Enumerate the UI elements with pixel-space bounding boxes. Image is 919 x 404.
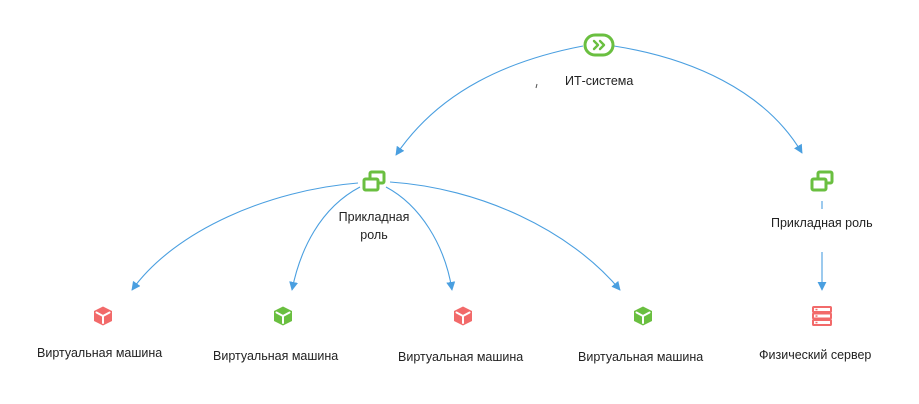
edge-stub-it-system bbox=[535, 83, 538, 89]
cube-icon bbox=[634, 306, 652, 326]
node-it-system[interactable] bbox=[583, 33, 615, 57]
node-application-role-right-label: Прикладная роль bbox=[771, 216, 873, 230]
node-virtual-machine-3[interactable] bbox=[452, 305, 474, 327]
edge-role-left-to-vm-4 bbox=[389, 181, 621, 291]
node-physical-server-label: Физический сервер bbox=[759, 348, 872, 362]
cube-icon bbox=[274, 306, 292, 326]
edge-role-left-to-vm-1 bbox=[131, 182, 359, 291]
node-virtual-machine-3-label: Виртуальная машина bbox=[398, 350, 524, 364]
edge-it-system-to-role-right bbox=[613, 45, 803, 154]
node-physical-server[interactable] bbox=[811, 305, 833, 327]
application-role-icon bbox=[362, 170, 386, 192]
node-application-role-left[interactable] bbox=[361, 170, 387, 192]
edge-role-left-to-vm-3 bbox=[385, 186, 456, 291]
node-virtual-machine-2-label: Виртуальная машина bbox=[213, 349, 339, 363]
node-virtual-machine-4[interactable] bbox=[632, 305, 654, 327]
node-virtual-machine-1-label: Виртуальная машина bbox=[37, 346, 163, 360]
edge-it-system-to-role-left bbox=[395, 45, 584, 156]
it-system-icon bbox=[583, 33, 615, 57]
cube-icon bbox=[94, 306, 112, 326]
node-it-system-label: ИТ-система bbox=[565, 74, 634, 88]
node-virtual-machine-1[interactable] bbox=[92, 305, 114, 327]
node-application-role-left-label: Прикладная роль bbox=[338, 210, 410, 243]
node-virtual-machine-2[interactable] bbox=[272, 305, 294, 327]
application-role-icon bbox=[810, 170, 834, 192]
node-application-role-right[interactable] bbox=[809, 170, 835, 192]
cube-icon bbox=[454, 306, 472, 326]
server-icon bbox=[812, 306, 832, 326]
edge-role-left-to-vm-2 bbox=[289, 186, 361, 291]
node-virtual-machine-4-label: Виртуальная машина bbox=[578, 350, 704, 364]
